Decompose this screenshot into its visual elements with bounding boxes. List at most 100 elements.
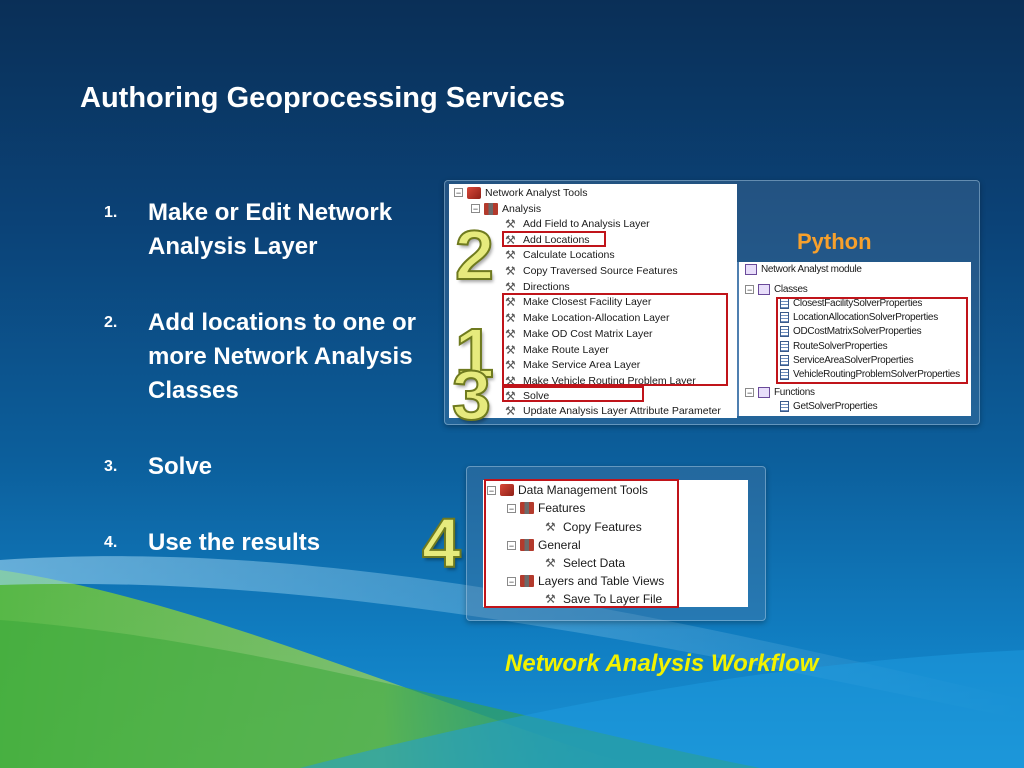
python-module-tree: Network Analyst module − Classes Closest… (737, 262, 971, 416)
tree-tool[interactable]: ⚒ Copy Traversed Source Features (505, 263, 678, 278)
toolbox-icon (500, 484, 514, 496)
tree-class[interactable]: RouteSolverProperties (780, 339, 888, 354)
collapse-icon[interactable]: − (507, 503, 516, 514)
tool-label: Solve (523, 389, 550, 402)
tool-label: Add Field to Analysis Layer (523, 217, 650, 230)
step-text: Solve (148, 453, 213, 480)
step-number: 4. (104, 534, 118, 551)
step-number-2: 2 (454, 216, 495, 294)
step-number-1: 1 (454, 314, 495, 392)
tree-tool[interactable]: ⚒ Select Data (545, 554, 625, 572)
tool-label: Directions (523, 280, 570, 293)
tree-group[interactable]: − Classes (745, 282, 808, 297)
tree-group[interactable]: − Analysis (471, 201, 541, 216)
toolset-icon (520, 539, 534, 551)
tree-root[interactable]: − Data Management Tools (487, 481, 648, 499)
tool-label: Add Locations (523, 233, 590, 246)
document-icon (780, 312, 789, 323)
highlight-solver-classes (776, 297, 968, 384)
tree-tool[interactable]: ⚒ Directions (505, 279, 570, 294)
step-number-4: 4 (421, 504, 462, 582)
tree-label: Layers and Table Views (538, 574, 665, 588)
tree-tool[interactable]: ⚒ Solve (505, 388, 549, 403)
highlight-make-layers (502, 293, 728, 386)
toolset-icon (520, 502, 534, 514)
tree-tool[interactable]: ⚒Add Locations (505, 232, 590, 247)
tree-tool[interactable]: ⚒ Add Field to Analysis Layer (505, 216, 650, 231)
collapse-icon[interactable]: − (487, 485, 496, 496)
hammer-icon: ⚒ (505, 216, 516, 231)
tool-label: Copy Traversed Source Features (523, 264, 678, 277)
hammer-icon: ⚒ (505, 310, 516, 325)
toolset-icon (520, 575, 534, 587)
document-icon (780, 355, 789, 366)
collapse-icon[interactable]: − (745, 388, 754, 398)
tree-tool[interactable]: ⚒ Calculate Locations (505, 247, 615, 262)
tree-group[interactable]: − Layers and Table Views (507, 572, 664, 590)
tree-label: Network Analyst module (761, 264, 862, 275)
tool-label: Make Service Area Layer (523, 358, 641, 371)
tree-class[interactable]: VehicleRoutingProblemSolverProperties (780, 367, 960, 382)
document-icon (780, 369, 789, 380)
collapse-icon[interactable]: − (745, 285, 754, 295)
toolbox-icon (467, 186, 481, 199)
slide-title: Authoring Geoprocessing Services (80, 82, 566, 114)
document-icon (780, 341, 789, 352)
tree-tool[interactable]: ⚒Save To Layer File (545, 590, 662, 608)
tree-tool[interactable]: ⚒Copy Features (545, 518, 642, 536)
class-label: RouteSolverProperties (793, 341, 888, 352)
tool-label: Calculate Locations (523, 248, 615, 261)
tree-tool[interactable]: ⚒Update Analysis Layer Attribute Paramet… (505, 403, 721, 418)
workflow-steps: 1. Make or Edit Network Analysis Layer 2… (104, 196, 444, 602)
collapse-icon[interactable]: − (471, 204, 480, 214)
tree-group[interactable]: − General (507, 536, 581, 554)
tree-tool[interactable]: ⚒Make Service Area Layer (505, 357, 640, 372)
tool-label: Update Analysis Layer Attribute Paramete… (523, 404, 721, 417)
tool-label: Select Data (563, 556, 626, 570)
step-number: 3. (104, 458, 118, 475)
tree-tool[interactable]: ⚒Make Route Layer (505, 342, 609, 357)
step-text: Make or Edit Network Analysis Layer (148, 199, 393, 260)
classes-icon (758, 284, 770, 295)
class-label: VehicleRoutingProblemSolverProperties (793, 369, 960, 380)
tree-class[interactable]: ServiceAreaSolverProperties (780, 353, 914, 368)
tool-label: Save To Layer File (563, 592, 663, 606)
collapse-icon[interactable]: − (454, 188, 463, 198)
tree-class[interactable]: LocationAllocationSolverProperties (780, 310, 938, 325)
tool-label: Make OD Cost Matrix Layer (523, 327, 653, 340)
functions-icon (758, 387, 770, 398)
tree-tool[interactable]: ⚒Make Closest Facility Layer (505, 294, 651, 309)
python-label: Python (797, 229, 872, 254)
hammer-icon: ⚒ (505, 388, 516, 403)
tree-function[interactable]: GetSolverProperties (780, 399, 878, 414)
collapse-icon[interactable]: − (507, 540, 516, 551)
hammer-icon: ⚒ (505, 279, 516, 294)
collapse-icon[interactable]: − (507, 576, 516, 587)
tree-group[interactable]: − Functions (745, 385, 815, 400)
tree-tool[interactable]: ⚒Make Vehicle Routing Problem Layer (505, 373, 696, 388)
tree-root[interactable]: − Network Analyst Tools (454, 185, 588, 200)
step-item: 2. Add locations to one or more Network … (104, 306, 444, 408)
tree-group[interactable]: − Features (507, 499, 585, 517)
tool-label: Make Vehicle Routing Problem Layer (523, 374, 696, 387)
hammer-icon: ⚒ (545, 556, 556, 570)
tree-class[interactable]: ODCostMatrixSolverProperties (780, 324, 922, 339)
toolset-icon (484, 202, 498, 215)
hammer-icon: ⚒ (505, 342, 516, 357)
step-text: Use the results (148, 529, 321, 556)
tool-label: Copy Features (563, 520, 642, 534)
highlight-data-management (484, 479, 679, 608)
step-item: 1. Make or Edit Network Analysis Layer (104, 196, 444, 264)
workflow-caption: Network Analysis Workflow (505, 650, 819, 677)
tree-tool[interactable]: ⚒Make Location-Allocation Layer (505, 310, 670, 325)
tree-label: Features (538, 501, 586, 515)
tree-root[interactable]: Network Analyst module (745, 262, 862, 277)
network-analyst-toolbox: − Network Analyst Tools − Analysis ⚒Add … (449, 184, 737, 418)
tree-tool[interactable]: ⚒Make OD Cost Matrix Layer (505, 326, 653, 341)
tree-label: Functions (774, 387, 815, 398)
tool-label: Make Closest Facility Layer (523, 295, 652, 308)
module-icon (745, 264, 757, 275)
hammer-icon: ⚒ (505, 247, 516, 262)
step-number: 2. (104, 314, 118, 331)
hammer-icon: ⚒ (505, 263, 516, 278)
